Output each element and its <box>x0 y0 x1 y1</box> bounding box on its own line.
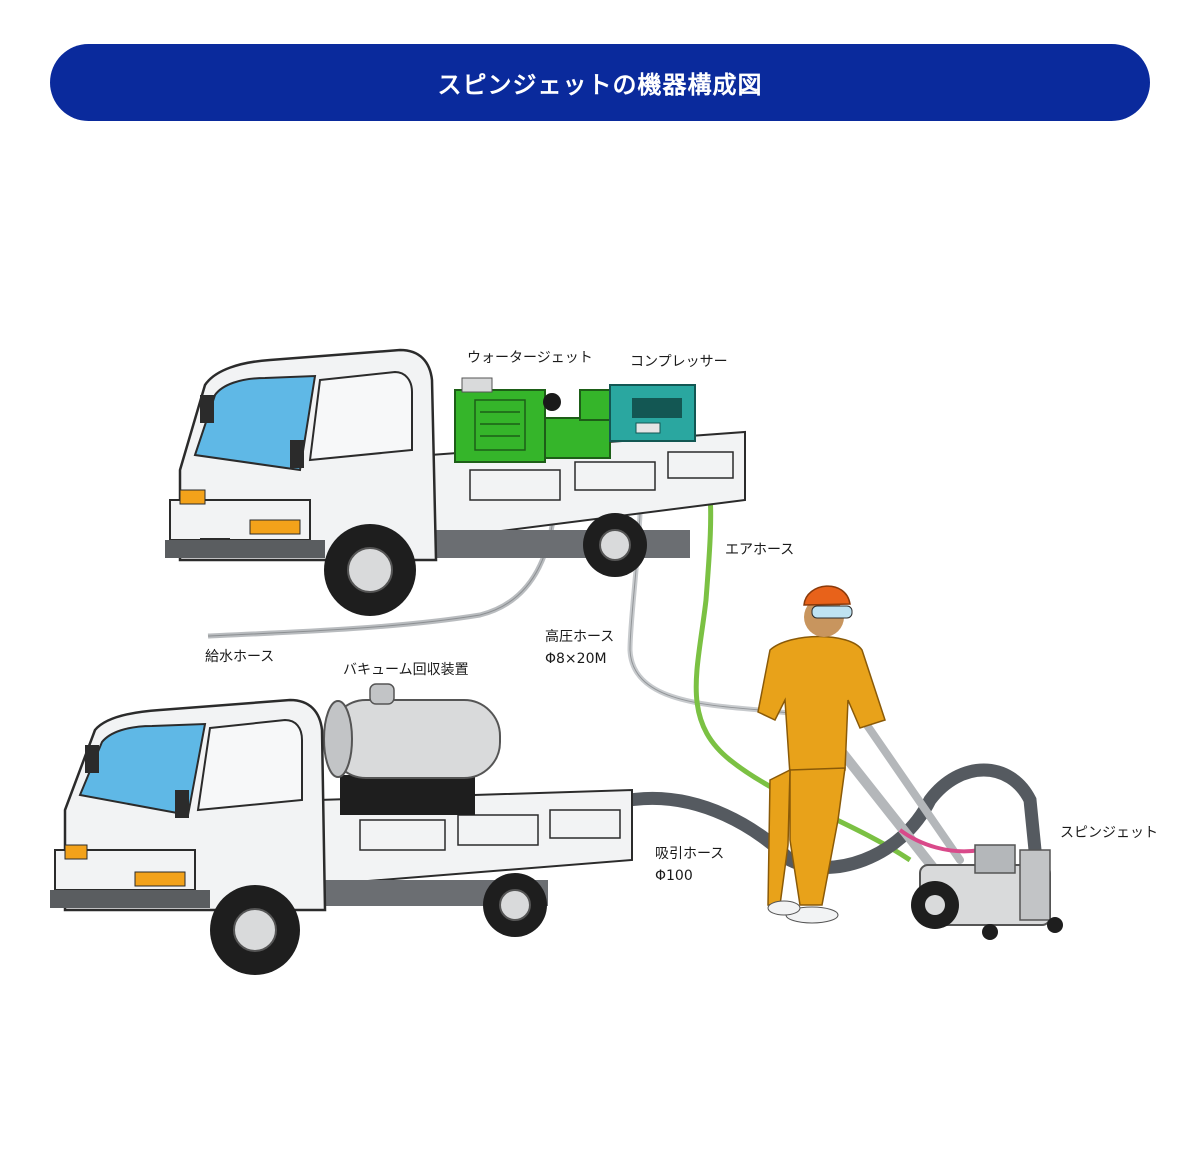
title-banner: スピンジェットの機器構成図 <box>50 44 1150 121</box>
label-spinjet: スピンジェット <box>1060 825 1158 841</box>
label-water-jet: ウォータージェット <box>467 350 593 366</box>
worker <box>757 585 886 924</box>
label-vacuum-unit: バキューム回収装置 <box>343 662 469 678</box>
suction-hose <box>623 763 1042 874</box>
water-jet-unit <box>454 377 611 463</box>
label-air-hose: エアホース <box>725 542 795 558</box>
label-water-supply-hose: 給水ホース <box>205 649 275 665</box>
label-suction-hose: 吸引ホース <box>655 846 725 862</box>
water-jet-truck <box>165 348 746 616</box>
label-compressor: コンプレッサー <box>630 354 728 370</box>
label-high-pressure-hose: 高圧ホース <box>545 629 615 645</box>
vacuum-tank <box>323 683 501 815</box>
label-suction-hose-spec: Φ100 <box>655 868 693 884</box>
label-high-pressure-hose-spec: Φ8×20M <box>545 651 607 667</box>
vacuum-truck <box>50 683 633 975</box>
page-title: スピンジェットの機器構成図 <box>437 71 763 99</box>
compressor-unit <box>609 384 696 442</box>
